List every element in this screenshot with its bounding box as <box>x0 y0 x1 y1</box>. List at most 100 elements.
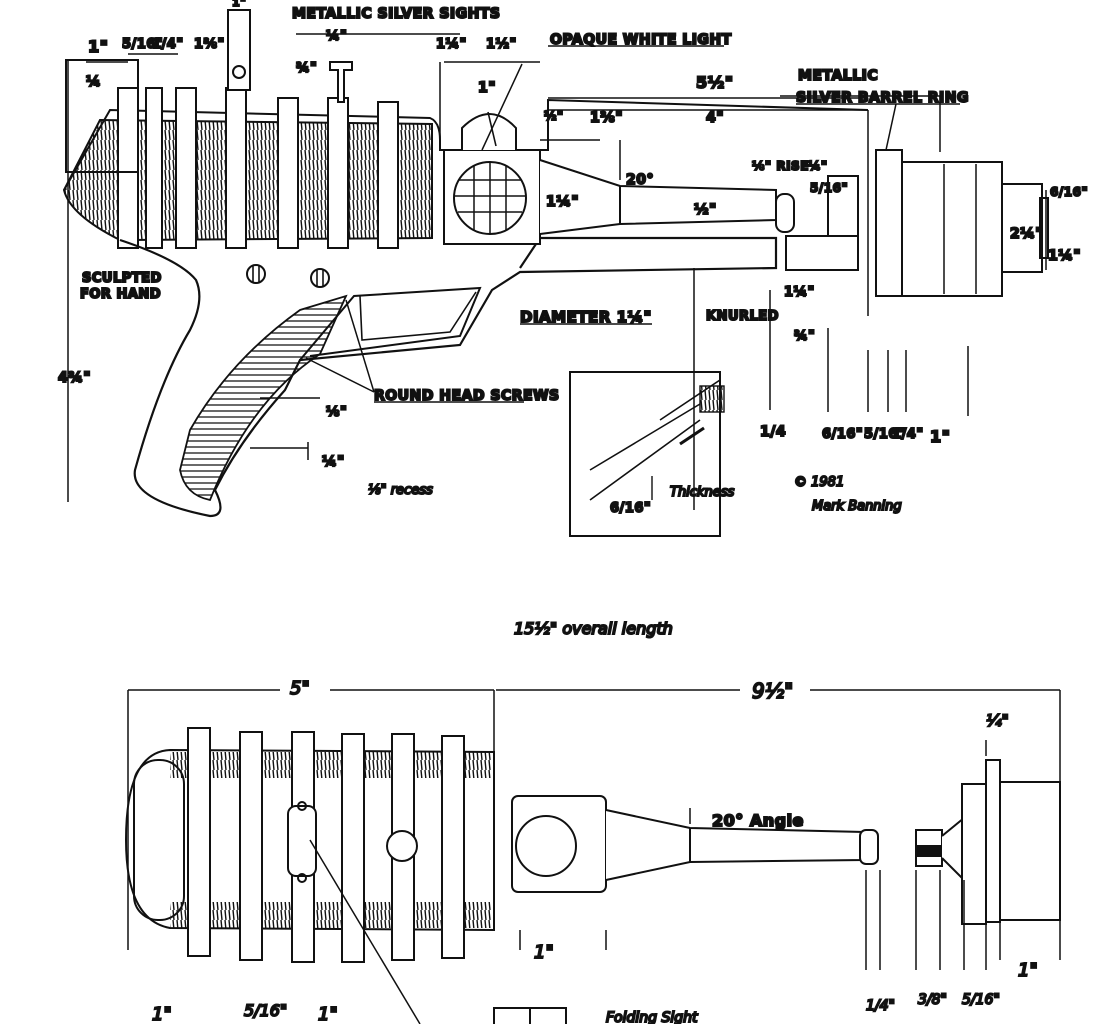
dim-1-1-4: 1¼" <box>546 194 579 210</box>
dim-3-4b: ¾" <box>794 329 815 344</box>
dim-b-6-16: 6/16" <box>822 427 863 442</box>
dim-quarter: ¼" <box>986 711 1009 730</box>
dim-1-4-left: ¼ <box>86 74 101 90</box>
label-author: Mark Banning <box>812 499 902 514</box>
label-round-head-screws: ROUND HEAD SCREWS <box>374 388 560 404</box>
dim-3-4: ¾" <box>296 61 317 76</box>
label-recess: ⅛" recess <box>368 483 433 498</box>
front-sight <box>329 61 353 103</box>
top-dimension-lines <box>67 33 1047 510</box>
light-grille-grid <box>455 162 525 234</box>
dim-1-4e: ¼" <box>322 454 345 470</box>
label-for-hand: FOR HAND <box>80 287 161 302</box>
top-view-labels: METALLIC SILVER SIGHTS OPAQUE WHITE LIGH… <box>57 0 1089 517</box>
cooling-fins <box>117 87 399 249</box>
dim-1-3-8b: 1⅜" <box>590 110 623 126</box>
bottom-view-labels: 5" 9½" ¼" 20° Angle 1" 1" 5/16" 1" 1/4" … <box>151 677 1039 1024</box>
dim-1in-left: 1" <box>152 1004 172 1024</box>
label-folding-sight: Folding Sight <box>606 1010 698 1024</box>
dim-1-2: 1½" <box>486 37 517 52</box>
overall-length-label: 15½" overall length <box>514 619 673 638</box>
dim-1-4b: ¼" <box>326 29 347 44</box>
bottom-sight-block <box>287 805 317 877</box>
dim-1-2-mid: ½" <box>694 202 717 218</box>
dim-5-16b: 5/16" <box>810 181 848 195</box>
label-rise: ⅛" RISE <box>752 159 809 173</box>
bottom-light-lens <box>515 815 577 877</box>
muzzle-block <box>901 161 1003 297</box>
bottom-grip-oval <box>133 759 185 921</box>
dim-1-4c: 1¼" <box>436 37 467 52</box>
top-down-view-drawing <box>124 689 1061 1024</box>
dim-1in-light-bottom: 1" <box>534 942 554 963</box>
bottom-collar <box>859 829 879 865</box>
opaque-white-light <box>461 113 517 150</box>
muzzle-tip <box>1001 183 1043 273</box>
bottom-flare <box>941 815 965 883</box>
trigger-guard <box>299 286 482 361</box>
label-sculpted: SCULPTED <box>82 271 162 286</box>
muzzle-cap <box>1039 197 1049 259</box>
dim-b-1-4: 1/4 <box>760 424 786 440</box>
label-metallic: METALLIC <box>798 68 878 84</box>
trigger <box>359 291 477 341</box>
dim-5-1-2: 5½" <box>696 73 734 92</box>
label-knurled: KNURLED <box>706 309 779 324</box>
bottom-barrel-ring <box>961 783 987 925</box>
bottom-body <box>124 748 495 932</box>
rear-sight-screw <box>232 65 246 79</box>
silver-barrel-ring <box>875 149 903 297</box>
grip-screw-2 <box>310 268 330 288</box>
dim-1-3-8: 1⅜" <box>194 37 225 52</box>
bottom-body-hatch-top <box>170 752 492 778</box>
dim-2-1-4: 2¼" <box>1010 226 1043 242</box>
dim-1in-mid: 1" <box>318 1004 338 1024</box>
dim-1-1-4b: 1¼" <box>1048 248 1081 264</box>
side-view-drawing <box>62 9 1049 518</box>
dim-five-inch: 5" <box>290 678 310 699</box>
label-metallic-silver-sights: METALLIC SILVER SIGHTS <box>292 6 500 22</box>
dim-1-4a: 1/4" <box>152 37 184 52</box>
ring-block <box>785 235 859 271</box>
dim-1-4d: ¼" <box>808 159 828 173</box>
bottom-body-hatch-bottom <box>170 902 492 928</box>
dim-b-1: 1" <box>930 427 950 446</box>
label-diameter: DIAMETER 1¼" <box>520 308 652 326</box>
dim-6-16: 6/16" <box>1050 185 1088 199</box>
dim-1-8: ⅛" <box>326 405 347 420</box>
inset-detail <box>569 371 725 537</box>
rear-fin <box>65 59 139 173</box>
label-thickness: Thickness <box>670 485 734 500</box>
label-20-degree: 20° <box>626 172 654 188</box>
dim-1in-light: 1" <box>478 80 496 96</box>
dim-1in-sight: 1" <box>232 0 246 9</box>
dim-5-16-bottom: 5/16" <box>244 1001 287 1020</box>
bottom-light-housing <box>511 795 607 893</box>
bottom-ring-outer <box>985 759 1001 923</box>
dim-1-2b: ½" <box>544 109 564 123</box>
label-copyright: © 1981 <box>794 475 844 490</box>
dim-nine-half: 9½" <box>752 679 793 703</box>
dim-3-8: 3/8" <box>918 992 947 1008</box>
dim-5-16-right: 5/16" <box>962 992 1000 1008</box>
label-silver-barrel-ring: SILVER BARREL RING <box>796 90 969 106</box>
label-opaque-white-light: OPAQUE WHITE LIGHT <box>550 32 732 48</box>
grip-screw-1 <box>246 264 266 284</box>
label-20-angle: 20° Angle <box>712 811 804 830</box>
barrel-collar <box>775 193 795 233</box>
bottom-emitter-dot <box>386 830 418 862</box>
dim-4-3-4: 4¾" <box>58 370 91 386</box>
inset-frame <box>569 371 721 537</box>
dim-b-1-4b: 1/4" <box>892 427 924 442</box>
grip-outline <box>119 236 778 518</box>
dim-6-16b: 6/16" <box>610 501 651 516</box>
dim-1in-right: 1" <box>1018 960 1038 981</box>
dim-quarter-b: 1/4" <box>866 998 895 1014</box>
dim-5-16: 5/16" <box>122 37 163 52</box>
dim-4: 4" <box>706 110 724 126</box>
bottom-muzzle <box>999 781 1061 921</box>
dim-1in-top: 1" <box>88 37 108 56</box>
dim-b-5-16: 5/16" <box>864 427 905 442</box>
dim-1-1-4c: 1¼" <box>784 285 815 300</box>
